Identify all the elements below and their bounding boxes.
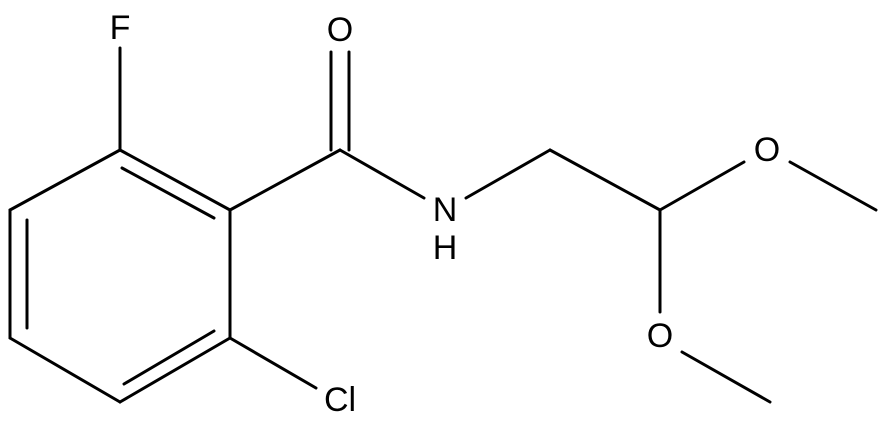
atom-fluorine: F	[110, 9, 131, 47]
atom-chlorine: Cl	[324, 381, 356, 419]
bond-c-n	[338, 148, 426, 200]
bond-n-ch2	[464, 148, 552, 200]
bond-ch2-ch	[548, 148, 662, 212]
bond-ch-o-upper	[658, 160, 746, 212]
ring-bond-4	[8, 336, 122, 404]
ring-bond-1-inner	[120, 166, 216, 220]
atom-nitrogen: N	[433, 191, 458, 229]
bond-o-methyl-upper	[788, 160, 878, 212]
atom-oxygen-methoxy-upper: O	[754, 131, 780, 169]
atom-oxygen-carbonyl: O	[327, 11, 353, 49]
bond-ring-carbonyl	[228, 148, 342, 212]
atom-hydrogen: H	[433, 229, 458, 267]
bond-c-cl	[228, 336, 318, 390]
ring-bond-1	[118, 148, 232, 212]
ring-bond-5-inner	[122, 329, 216, 386]
ring-bond-5	[118, 336, 232, 404]
bond-o-methyl-lower	[680, 350, 772, 404]
atom-oxygen-methoxy-lower: O	[647, 317, 673, 355]
ring-bond-2	[8, 148, 122, 212]
